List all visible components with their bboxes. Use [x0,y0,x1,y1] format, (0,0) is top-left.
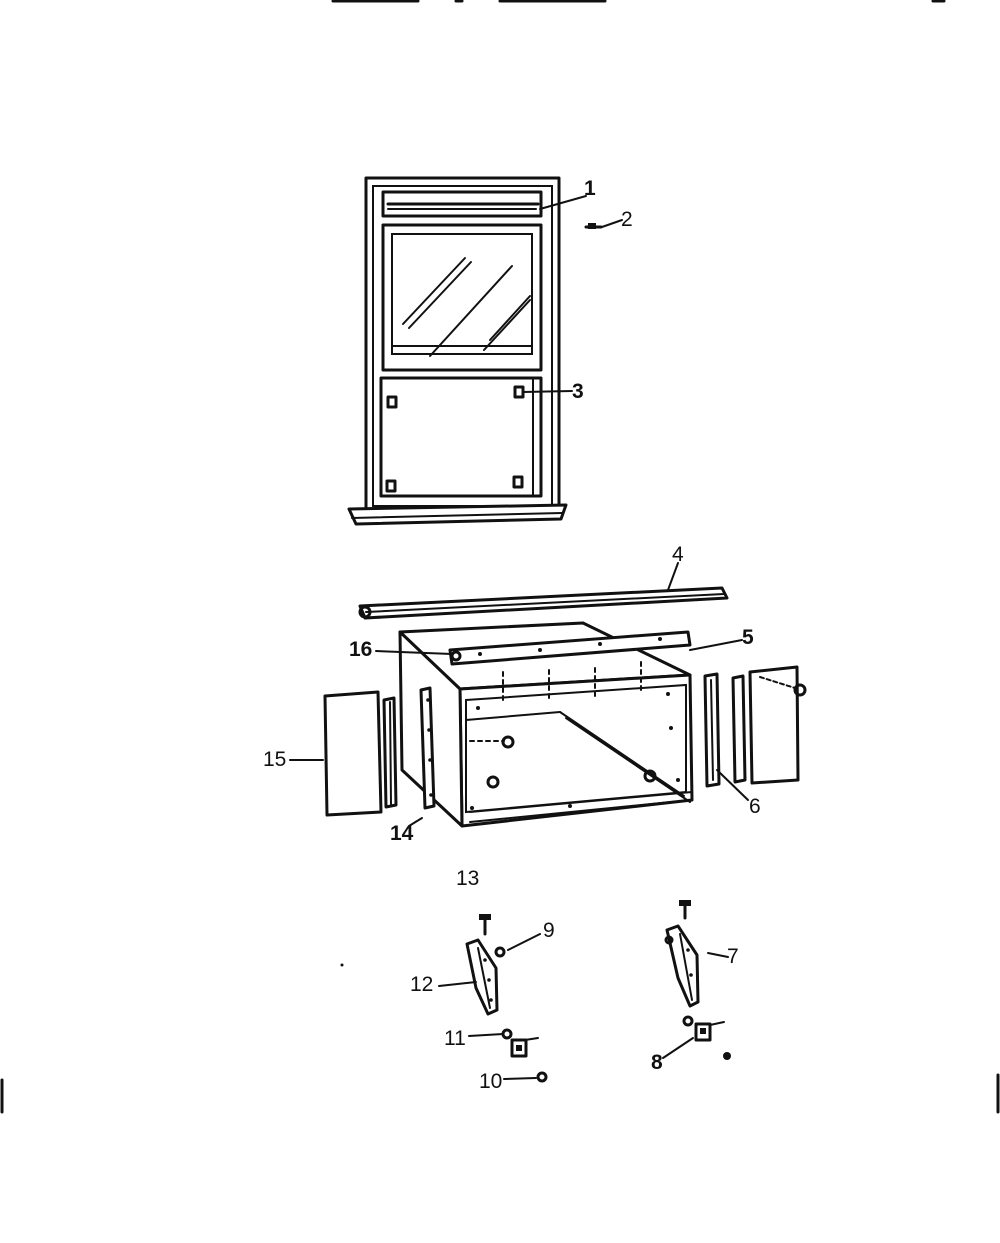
callout-2: 2 [621,208,633,231]
window-assembly [347,176,603,526]
right-gasket-strip [731,674,747,784]
right-frame-strip-part-6 [703,672,721,788]
side-edge-marks [0,1073,1000,1114]
callout-8: 8 [651,1051,663,1074]
left-frame-strip-part-14 [382,696,398,809]
callout-3: 3 [572,380,584,403]
right-curtain-panel [748,665,807,785]
left-bracket-strip [419,686,436,810]
callout-9: 9 [543,919,555,942]
callout-12: 12 [410,973,434,996]
stray-dot [340,963,344,967]
top-rail-part-4 [358,586,729,620]
callout-7: 7 [727,945,739,968]
left-support-bracket [465,914,548,1083]
callout-14: 14 [390,822,414,845]
callout-11: 11 [444,1027,466,1050]
callout-15: 15 [263,748,287,771]
leader-lines [289,195,749,1080]
support-bar-part-5 [448,630,692,666]
callout-16: 16 [349,638,373,661]
callout-13: 13 [456,867,480,890]
callout-1: 1 [584,177,596,200]
callout-4: 4 [672,543,684,566]
callout-10: 10 [479,1070,503,1093]
callout-5: 5 [742,626,754,649]
left-curtain-panel-part-15 [323,690,383,817]
right-support-bracket [664,900,731,1060]
callout-6: 6 [749,795,761,818]
